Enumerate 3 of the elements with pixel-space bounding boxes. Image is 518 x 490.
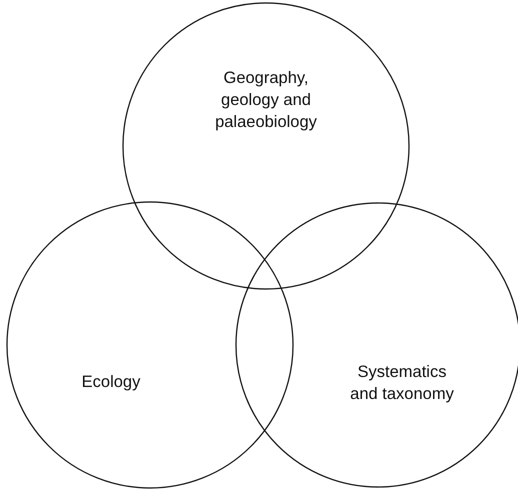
- circle-label: Ecology: [80, 372, 142, 393]
- circle-label: Geography, geology and palaeobiology: [214, 68, 318, 133]
- circle-label: Systematics and taxonomy: [349, 362, 455, 405]
